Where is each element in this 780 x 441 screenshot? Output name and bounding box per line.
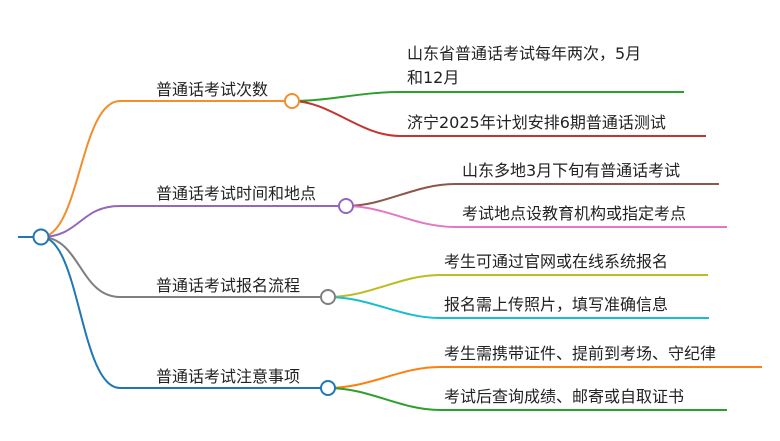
leaf-connector-2-0: [327, 274, 708, 298]
leaf-label-1-1: 考试地点设教育机构或指定考点: [462, 204, 687, 223]
leaf-label-0-1: 济宁2025年计划安排6期普通话测试: [407, 113, 666, 132]
leaf-label-2-0: 考生可通过官网或在线系统报名: [444, 252, 669, 271]
leaf-connector-1-1: [345, 205, 727, 228]
branch-node-1[interactable]: [338, 198, 354, 214]
leaf-connector-3-1: [327, 387, 727, 411]
root-node[interactable]: [32, 228, 50, 246]
branch-connector-3: [40, 236, 328, 389]
branch-label-3: 普通话考试注意事项: [156, 367, 301, 386]
branch-connector-0: [40, 100, 292, 238]
leaf-label-1-0: 山东多地3月下旬有普通话考试: [462, 161, 681, 180]
branch-connector-2: [40, 236, 328, 298]
leaf-connector-3-0: [327, 366, 762, 389]
branch-node-2[interactable]: [320, 289, 336, 305]
leaf-connector-1-0: [345, 183, 719, 207]
branch-label-0: 普通话考试次数: [156, 80, 269, 99]
leaf-connector-2-1: [327, 296, 709, 319]
branch-node-0[interactable]: [284, 93, 300, 109]
leaf-label-2-1: 报名需上传照片，填写准确信息: [444, 295, 669, 314]
leaf-label-3-1: 考试后查询成绩、邮寄或自取证书: [444, 387, 685, 406]
leaf-label-0-0-line2: 和12月: [407, 68, 460, 87]
leaf-connector-0-1: [291, 100, 706, 137]
branch-node-3[interactable]: [320, 380, 336, 396]
leaf-label-0-0-line1: 山东省普通话考试每年两次，5月: [407, 44, 642, 63]
branch-connector-1: [40, 205, 346, 238]
branch-label-1: 普通话考试时间和地点: [156, 184, 317, 203]
leaf-connector-0-0: [291, 91, 684, 102]
branch-label-2: 普通话考试报名流程: [156, 276, 301, 295]
leaf-label-3-0: 考生需携带证件、提前到考场、守纪律: [444, 344, 717, 363]
